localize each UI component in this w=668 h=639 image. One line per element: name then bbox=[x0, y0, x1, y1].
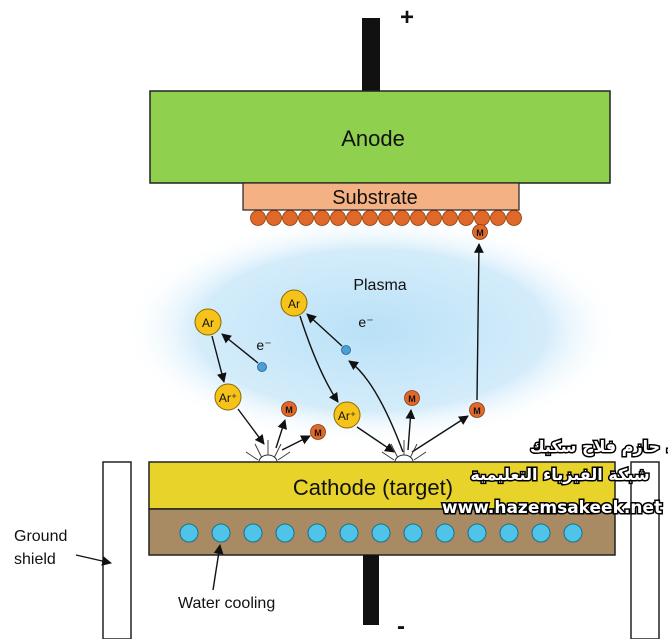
ar-ion-left-label: Ar⁺ bbox=[219, 391, 237, 405]
water-cooling-label: Water cooling bbox=[178, 595, 275, 612]
ar-ion-right-label: Ar⁺ bbox=[338, 409, 356, 423]
ar-ion-left bbox=[214, 383, 242, 411]
plasma-cloud bbox=[122, 215, 622, 445]
arrow-metal-2 bbox=[281, 435, 311, 451]
arrow-ar-to-ion-right bbox=[299, 315, 339, 403]
impact-crater-left bbox=[258, 454, 278, 463]
water-cooling-arrow bbox=[212, 544, 224, 591]
deposited-film bbox=[250, 210, 522, 226]
electron-left bbox=[257, 362, 267, 372]
cathode-label: Cathode (target) bbox=[293, 475, 453, 500]
impact-crater-right bbox=[394, 454, 414, 463]
arrow-metal-4 bbox=[411, 415, 469, 453]
metal-atom-1 bbox=[281, 401, 297, 417]
impact-splashes bbox=[245, 440, 427, 461]
metal-atom-2-label: M bbox=[314, 428, 322, 438]
ar-atom-right-label: Ar bbox=[288, 297, 300, 311]
metal-atom-3 bbox=[404, 390, 420, 406]
ground-shield-left bbox=[102, 461, 132, 639]
sputtered-metal-atoms: M M M M bbox=[281, 390, 485, 440]
arrow-metal-to-substrate bbox=[473, 243, 484, 401]
arrow-e-to-ar-right bbox=[306, 313, 343, 347]
metal-atom-arriving bbox=[472, 224, 488, 240]
metal-atom-3-label: M bbox=[408, 394, 416, 404]
ground-shield-right bbox=[630, 461, 660, 639]
arrow-e-to-ar-left bbox=[221, 333, 259, 364]
substrate-label: Substrate bbox=[332, 187, 418, 209]
ar-ion-right bbox=[333, 401, 361, 429]
water-bubbles bbox=[179, 523, 583, 543]
ar-atom-left bbox=[194, 308, 222, 336]
ar-atom-right bbox=[280, 289, 308, 317]
electron-right bbox=[341, 345, 351, 355]
electron-left-label: e⁻ bbox=[256, 337, 271, 353]
arrow-metal-1 bbox=[275, 419, 287, 449]
metal-atom-4-label: M bbox=[473, 406, 481, 416]
arrow-ion-to-cathode-left bbox=[237, 408, 265, 445]
watermark-url: www.hazemsakeek.net bbox=[442, 498, 662, 518]
metal-atom-4 bbox=[469, 402, 485, 418]
ground-label-line2: shield bbox=[14, 551, 56, 568]
metal-atom-2 bbox=[310, 424, 326, 440]
anode-block bbox=[149, 90, 611, 184]
watermark-line2: شبكة الفيزياء التعليمية bbox=[470, 465, 649, 484]
plasma-label: Plasma bbox=[353, 277, 406, 294]
minus-sign: - bbox=[397, 613, 405, 639]
watermark-line1: د. حازم فلاح سكيك bbox=[530, 437, 668, 456]
cathode-block bbox=[148, 461, 616, 510]
arrow-cathode-to-electron bbox=[348, 360, 404, 453]
ground-shield-arrow bbox=[75, 554, 112, 566]
anode-label: Anode bbox=[341, 126, 405, 151]
substrate-block bbox=[242, 182, 520, 211]
plus-sign: + bbox=[400, 4, 414, 31]
cathode-rod bbox=[363, 555, 379, 625]
metal-atom-label: M bbox=[476, 228, 484, 238]
arrow-metal-3 bbox=[405, 409, 416, 451]
ground-label-line1: Ground bbox=[14, 528, 67, 545]
ar-atom-left-label: Ar bbox=[202, 316, 214, 330]
anode-rod bbox=[362, 18, 380, 93]
metal-atom-1-label: M bbox=[285, 405, 293, 415]
arrow-ar-to-ion-left bbox=[211, 335, 227, 383]
motion-arrows bbox=[211, 243, 484, 453]
electron-right-label: e⁻ bbox=[358, 314, 373, 330]
arrow-ion-to-cathode-right bbox=[356, 426, 395, 453]
